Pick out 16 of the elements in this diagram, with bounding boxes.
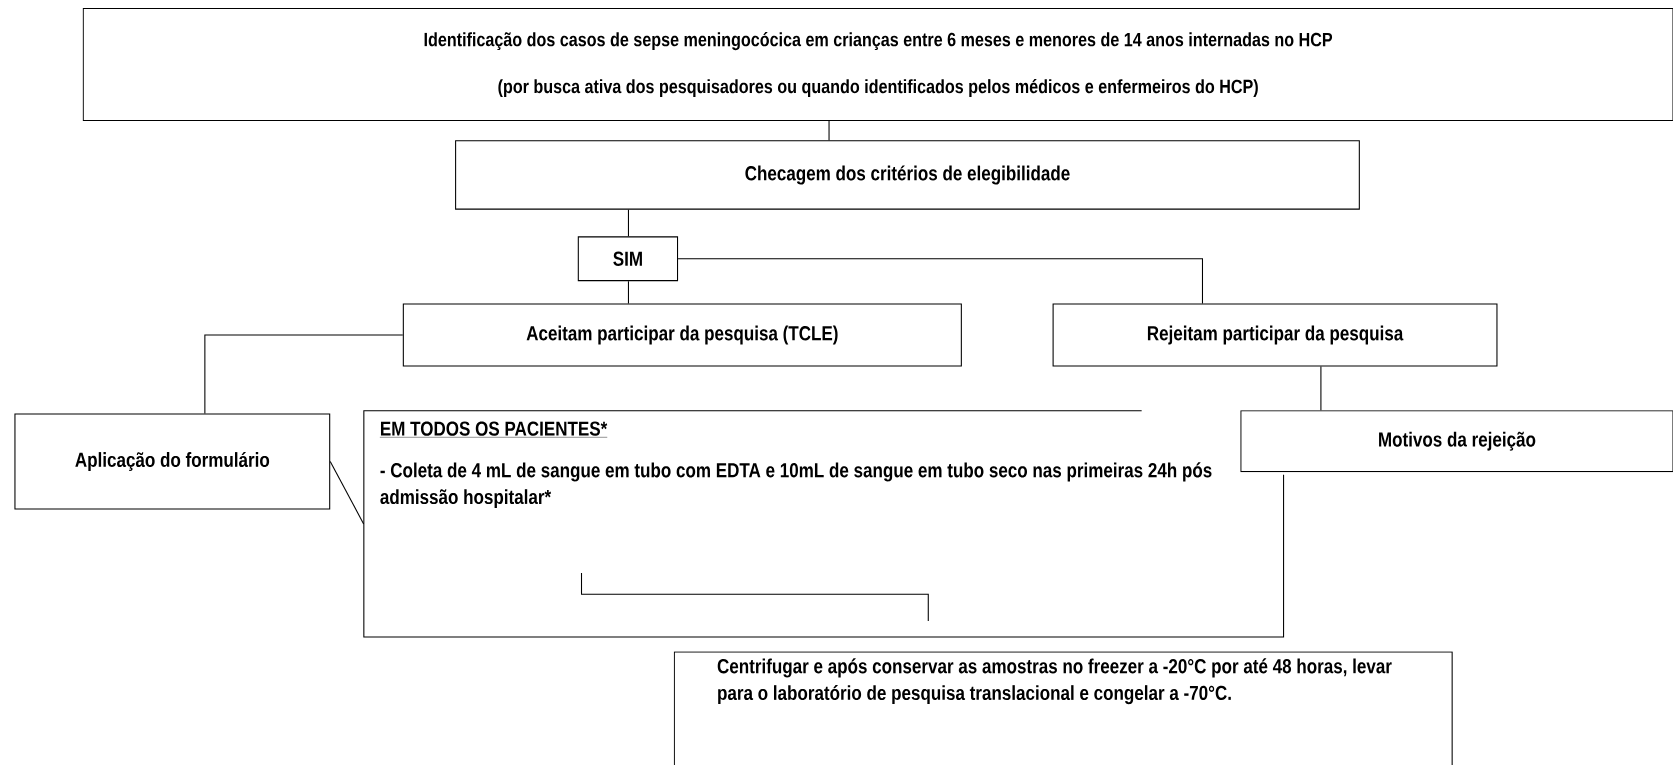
process-box: Aceitam participar da pesquisa (TCLE)	[402, 303, 962, 367]
connector-line	[204, 334, 404, 414]
process-box: Aplicação do formulário	[14, 413, 331, 510]
procedure-box: EM TODOS OS PACIENTES* - Coleta de 4 mL de sangue em tubo com EDTA e 10mL de sangue em tubo seco nas primeiras 24h pós admissão hospitalar*	[363, 410, 1285, 638]
process-box: Centrifugar e após conservar as amostras no freezer a -20°C por até 48 horas, levar para o laboratório de pesquisa translacional e congelar a -70°C.	[673, 651, 1453, 765]
connector-line	[828, 120, 830, 141]
process-box: Rejeitam participar da pesquisa	[1052, 303, 1498, 367]
process-box: Motivos da rejeição	[1240, 410, 1673, 473]
connector-line	[627, 209, 629, 237]
process-box: Checagem dos critérios de elegibilidade	[455, 140, 1360, 210]
connector-line	[627, 280, 629, 305]
process-box: Identificação dos casos de sepse meningocócica em crianças entre 6 meses e menores de 14 anos internadas no HCP (por busca ativa dos pesquisadores ou quando identificados pelos médicos e enfermeiros do HCP)	[82, 8, 1673, 122]
connector-line	[1320, 365, 1322, 411]
connector-line	[677, 258, 1203, 305]
connector-line	[329, 460, 365, 525]
decision-box: SIM	[577, 236, 679, 282]
